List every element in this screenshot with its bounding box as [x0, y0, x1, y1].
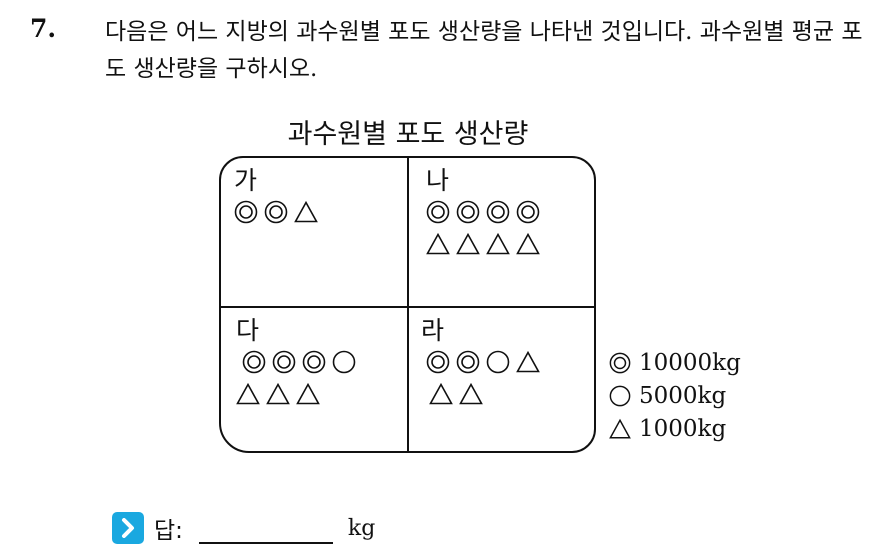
triangle-icon — [459, 382, 483, 406]
symbol-row — [236, 382, 356, 406]
triangle-icon — [516, 350, 540, 374]
legend-label: 5000kg — [639, 382, 727, 409]
double-circle-icon — [456, 350, 480, 374]
orchard-cell-ra: 라 — [421, 316, 540, 414]
double-circle-icon — [302, 350, 326, 374]
double-circle-icon — [456, 200, 480, 224]
pictograph-table: 가 나 다 — [219, 156, 596, 453]
double-circle-icon — [242, 350, 266, 374]
triangle-icon — [296, 382, 320, 406]
double-circle-icon — [426, 200, 450, 224]
orchard-cell-na: 나 — [426, 166, 540, 264]
triangle-icon — [236, 382, 260, 406]
double-circle-icon — [486, 200, 510, 224]
symbol-row — [426, 232, 540, 256]
table-divider-vertical — [407, 158, 409, 451]
answer-row: 답: kg — [112, 510, 375, 546]
legend-item: 10000kg — [609, 346, 741, 379]
legend-item: 5000kg — [609, 379, 741, 412]
symbol-row — [426, 350, 540, 374]
triangle-icon — [516, 232, 540, 256]
question-number: 7. — [30, 14, 57, 43]
question-text: 다음은 어느 지방의 과수원별 포도 생산량을 나타낸 것입니다. 과수원별 평… — [105, 19, 863, 82]
double-circle-icon — [426, 350, 450, 374]
table-divider-horizontal — [221, 306, 594, 308]
symbol-row — [234, 200, 318, 224]
triangle-icon — [486, 232, 510, 256]
circle-icon — [332, 350, 356, 374]
double-circle-icon — [516, 200, 540, 224]
chart-title: 과수원별 포도 생산량 — [287, 119, 529, 150]
orchard-cell-da: 다 — [236, 316, 356, 414]
orchard-cell-ga: 가 — [234, 166, 318, 232]
circle-icon — [609, 385, 631, 407]
orchard-label: 다 — [236, 316, 260, 345]
symbol-row — [426, 200, 540, 224]
answer-unit: kg — [347, 515, 376, 541]
orchard-label: 라 — [421, 316, 445, 345]
triangle-icon — [456, 232, 480, 256]
legend-label: 10000kg — [639, 349, 741, 376]
legend: 10000kg 5000kg 1000kg — [609, 346, 741, 445]
triangle-icon — [294, 200, 318, 224]
circle-icon — [486, 350, 510, 374]
double-circle-icon — [272, 350, 296, 374]
answer-blank[interactable] — [198, 542, 333, 544]
legend-item: 1000kg — [609, 412, 741, 445]
legend-label: 1000kg — [639, 415, 727, 442]
orchard-label: 가 — [234, 166, 258, 195]
double-circle-icon — [264, 200, 288, 224]
double-circle-icon — [609, 352, 631, 374]
answer-label: 답: — [154, 518, 183, 544]
triangle-icon — [426, 232, 450, 256]
triangle-icon — [429, 382, 453, 406]
symbol-row — [242, 350, 356, 374]
double-circle-icon — [234, 200, 258, 224]
symbol-row — [429, 382, 540, 406]
chevron-right-icon — [112, 512, 144, 544]
triangle-icon — [266, 382, 290, 406]
orchard-label: 나 — [426, 166, 450, 195]
triangle-icon — [609, 418, 631, 440]
